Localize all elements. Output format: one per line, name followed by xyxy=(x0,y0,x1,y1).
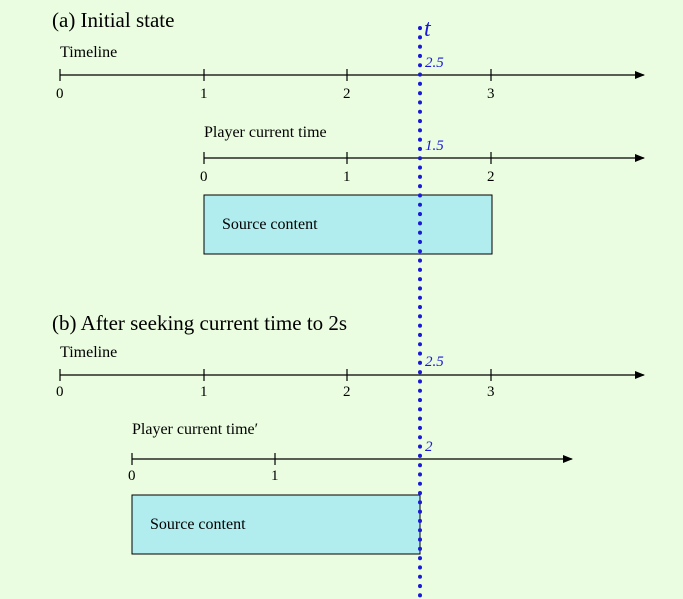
time-marker-label: t xyxy=(424,16,431,42)
panel-a-timeline-tick-label-2: 2 xyxy=(343,86,351,102)
panel-a-heading: (a) Initial state xyxy=(52,8,175,32)
panel-a-timeline-axis xyxy=(59,69,645,81)
panel-b-player-current-value: 2 xyxy=(425,439,433,455)
panel-a-timeline-tick-label-1: 1 xyxy=(200,86,208,102)
panel-a-timeline-current-value: 2.5 xyxy=(425,55,444,71)
panel-a-player-tick-label-1: 1 xyxy=(343,169,351,185)
panel-a-timeline-label: Timeline xyxy=(60,44,118,61)
panel-b-player-axis xyxy=(131,453,573,465)
panel-b-source-box xyxy=(131,494,421,555)
panel-a-player-label: Player current time xyxy=(204,124,327,141)
panel-b-timeline-tick-label-2: 2 xyxy=(343,384,351,400)
panel-a-source-label: Source content xyxy=(222,216,318,233)
panel-a-player-current-value: 1.5 xyxy=(425,138,444,154)
panel-a-player-axis xyxy=(203,152,645,164)
panel-b-timeline-tick-label-1: 1 xyxy=(200,384,208,400)
panel-b-player-label: Player current time′ xyxy=(132,421,259,438)
panel-a-player-tick-label-2: 2 xyxy=(487,169,495,185)
panel-b-timeline-current-value: 2.5 xyxy=(425,354,444,370)
panel-b-player-tick-label-0: 0 xyxy=(128,468,136,484)
panel-b-heading: (b) After seeking current time to 2s xyxy=(52,311,348,335)
panel-a-player-tick-label-0: 0 xyxy=(200,169,208,185)
panel-b-timeline-tick-label-3: 3 xyxy=(487,384,495,400)
panel-a-source-box xyxy=(203,194,493,255)
panel-b-source-label: Source content xyxy=(150,516,246,533)
panel-a-timeline-tick-label-0: 0 xyxy=(56,86,64,102)
panel-a-timeline-tick-label-3: 3 xyxy=(487,86,495,102)
panel-b-timeline-label: Timeline xyxy=(60,344,118,361)
panel-b-player-tick-label-1: 1 xyxy=(271,468,279,484)
panel-b-timeline-tick-label-0: 0 xyxy=(56,384,64,400)
panel-b-timeline-axis xyxy=(59,369,645,381)
